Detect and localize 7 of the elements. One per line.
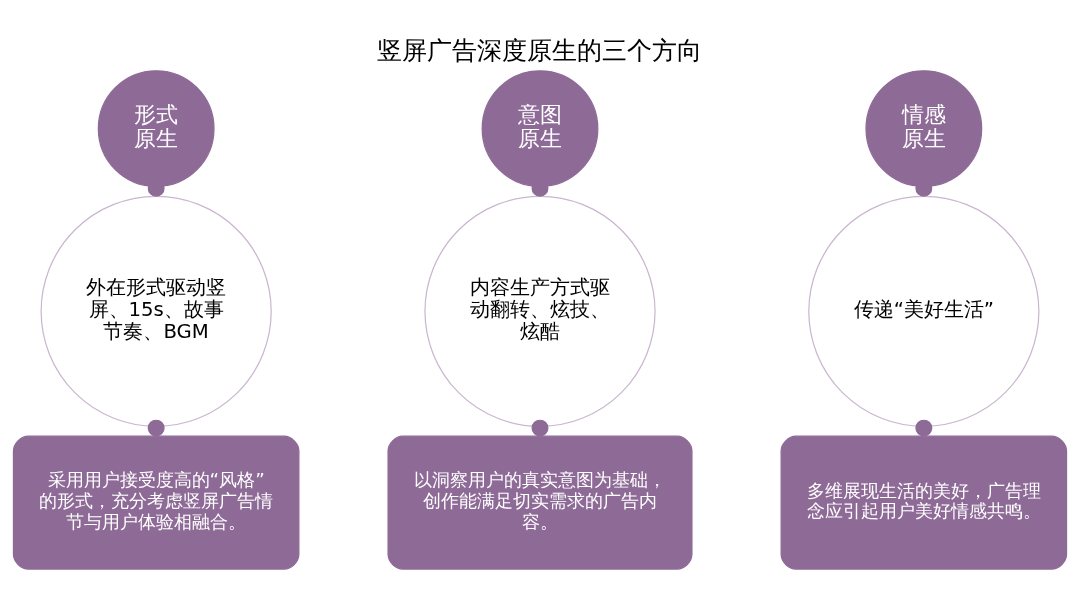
node-box: 多维展现生活的美好，广告理念应引起用户美好情感共鸣。: [780, 435, 1068, 570]
connector: [147, 419, 165, 437]
connector: [531, 419, 549, 437]
connector: [915, 419, 933, 437]
node-box: 以洞察用户的真实意图为基础，创作能满足切实需求的广告内容。: [387, 435, 693, 570]
diagram-title: 竖屏广告深度原生的三个方向: [377, 35, 703, 65]
node-box: 采用用户接受度高的“风格”的形式，充分考虑竖屏广告情节与用户体验相融合。: [12, 435, 300, 570]
